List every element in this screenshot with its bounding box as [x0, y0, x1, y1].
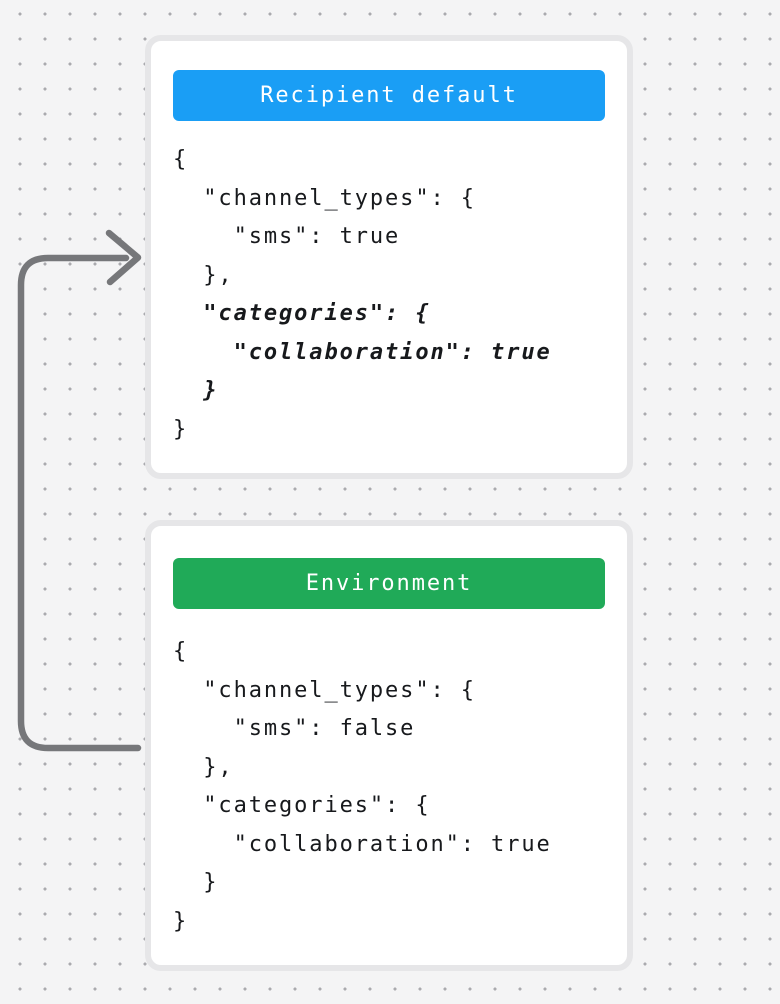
- code-line: "sms": false: [173, 716, 416, 741]
- code-line: "collaboration": true: [173, 831, 552, 857]
- code-line: "categories": {: [173, 793, 431, 818]
- code-line: {: [173, 147, 189, 172]
- arrow-line: [17, 254, 142, 752]
- card-recipient-default: Recipient default { "channel_types": { "…: [145, 35, 633, 479]
- card-title-badge-environment: Environment: [173, 558, 605, 609]
- code-line: },: [173, 754, 234, 780]
- card-title-badge-recipient-default: Recipient default: [173, 70, 605, 121]
- code-line: },: [173, 262, 234, 288]
- code-line: }: [173, 416, 189, 442]
- code-line: "collaboration": true: [173, 339, 552, 365]
- arrow-head: [105, 229, 142, 286]
- code-line: "channel_types": {: [173, 677, 476, 703]
- json-code-block-recipient-default: { "channel_types": { "sms": true }, "cat…: [173, 141, 605, 449]
- code-line: {: [173, 639, 189, 664]
- code-line: "sms": true: [173, 224, 401, 249]
- code-line: }: [173, 870, 219, 895]
- card-environment: Environment { "channel_types": { "sms": …: [145, 520, 633, 971]
- code-line: }: [173, 378, 219, 403]
- json-code-block-environment: { "channel_types": { "sms": false }, "ca…: [173, 633, 605, 941]
- code-line: }: [173, 908, 189, 934]
- code-line: "categories": {: [173, 301, 431, 326]
- code-line: "channel_types": {: [173, 185, 476, 211]
